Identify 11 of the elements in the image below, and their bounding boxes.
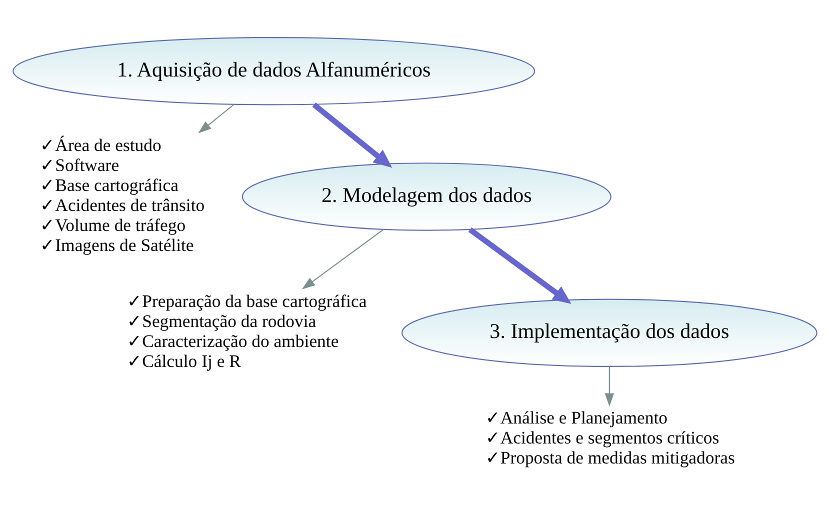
arrow [302, 228, 384, 289]
arrow [198, 104, 234, 133]
node-ellipse: 2. Modelagem dos dados [242, 162, 612, 230]
arrow [312, 102, 392, 168]
node-text: ✓Preparação da base cartográfica ✓Segmentação da rodovia ✓Caracterização do ambiente ✓Cálculo Ij e R [127, 290, 367, 371]
node-ellipse: 3. Implementação dos dados [401, 298, 818, 367]
node-text: ✓Área de estudo ✓Software ✓Base cartográfica ✓Acidentes de trânsito ✓Volume de tráfego ✓Imagens de Satélite [40, 134, 205, 254]
node-ellipse: 1. Aquisição de dados Alfanuméricos [12, 36, 536, 105]
arrow [468, 226, 572, 304]
node-text: ✓Análise e Planejamento ✓Acidentes e segmentos críticos ✓Proposta de medidas mitigadoras [485, 407, 735, 467]
arrow [604, 366, 614, 406]
